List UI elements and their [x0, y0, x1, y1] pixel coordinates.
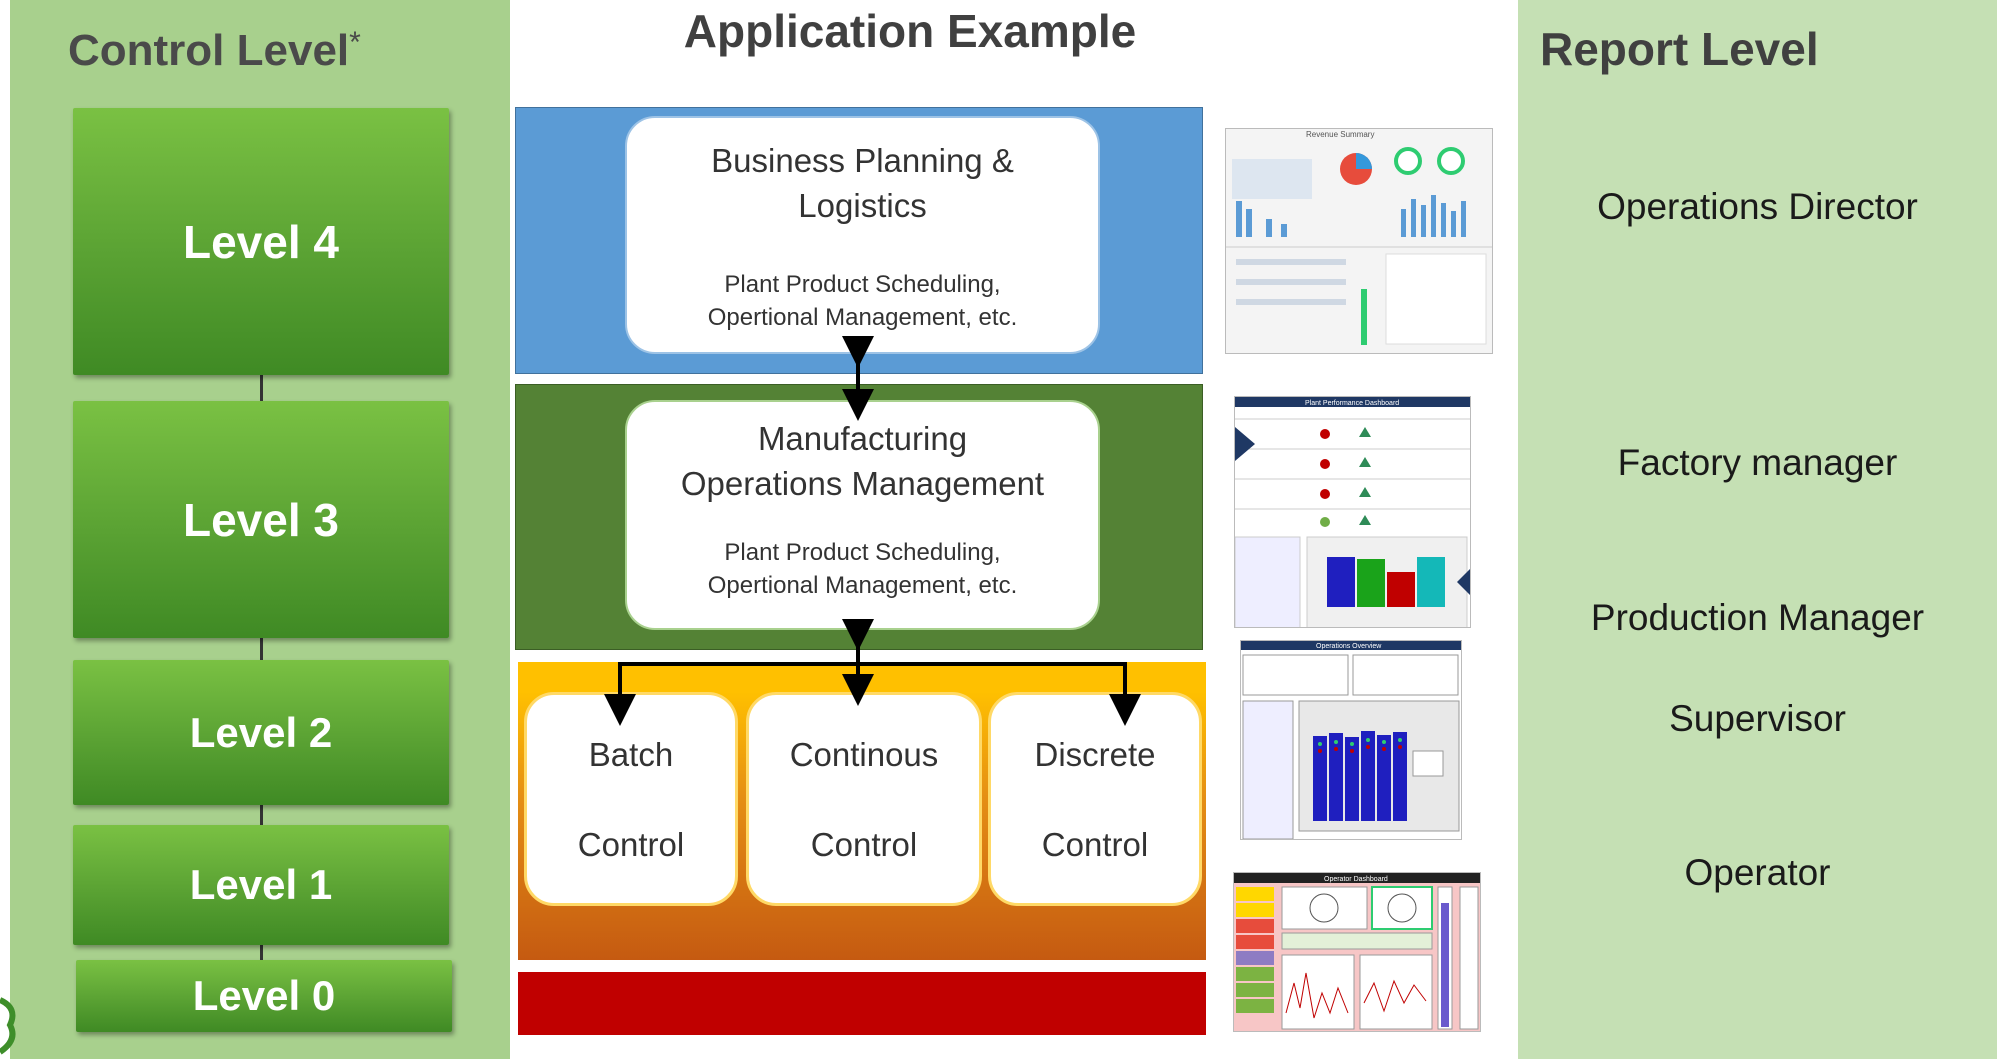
business-planning-box: Business Planning & Logistics Plant Produ… — [625, 116, 1100, 354]
operator-dashboard-thumbnail: Operator Dashboard — [1233, 872, 1481, 1032]
manufacturing-sub-line1: Plant Product Scheduling, — [724, 539, 1001, 566]
level-connector — [260, 375, 263, 401]
field-level-band — [518, 972, 1206, 1035]
thumb1-title: Revenue Summary — [1306, 130, 1374, 139]
level-1-box: Level 1 — [73, 825, 449, 945]
business-sub-line2: Opertional Management, etc. — [707, 304, 1018, 331]
application-example-title: Application Example — [683, 5, 1137, 57]
level-3-box: Level 3 — [73, 401, 449, 638]
operations-overview-image: Operations Overview — [1241, 641, 1461, 839]
revenue-dashboard-thumbnail: Revenue Summary — [1225, 128, 1493, 354]
business-title-line2: Logistics — [798, 187, 927, 224]
level-connector — [260, 638, 263, 660]
business-title-line1: Business Planning & — [711, 142, 1014, 179]
plant-performance-image: Plant Performance Dashboard — [1235, 397, 1470, 627]
role-supervisor: Supervisor — [1669, 698, 1846, 739]
role-operations-director: Operations Director — [1597, 186, 1918, 227]
level-2-box: Level 2 — [73, 660, 449, 805]
business-sub-line1: Plant Product Scheduling, — [724, 271, 1001, 298]
control-distribution-line — [618, 662, 1127, 712]
role-production-manager: Production Manager — [1590, 597, 1925, 638]
role-factory-manager: Factory manager — [1617, 442, 1898, 483]
thumb3-title: Operations Overview — [1316, 643, 1382, 650]
plant-performance-thumbnail: Plant Performance Dashboard — [1234, 396, 1471, 628]
level-connector — [260, 805, 263, 825]
report-level-panel — [1518, 0, 1997, 1059]
revenue-dashboard-image: Revenue Summary — [1226, 129, 1492, 353]
level-4-box: Level 4 — [73, 108, 449, 375]
report-level-title: Report Level — [1540, 23, 1819, 75]
operations-overview-thumbnail: Operations Overview — [1240, 640, 1462, 840]
thumb2-title: Plant Performance Dashboard — [1305, 400, 1399, 407]
level-0-box: Level 0 — [76, 960, 452, 1032]
level-connector — [260, 945, 263, 960]
manufacturing-sub-line2: Opertional Management, etc. — [707, 572, 1018, 599]
leaf-decoration-icon — [0, 997, 16, 1055]
operator-dashboard-image: Operator Dashboard — [1234, 873, 1480, 1030]
control-level-title: Control Level* — [68, 26, 361, 75]
role-operator: Operator — [1684, 852, 1831, 893]
manufacturing-title-line2: Operations Management — [680, 465, 1045, 502]
manufacturing-title-line1: Manufacturing — [757, 420, 968, 457]
thumb4-title: Operator Dashboard — [1324, 876, 1388, 883]
